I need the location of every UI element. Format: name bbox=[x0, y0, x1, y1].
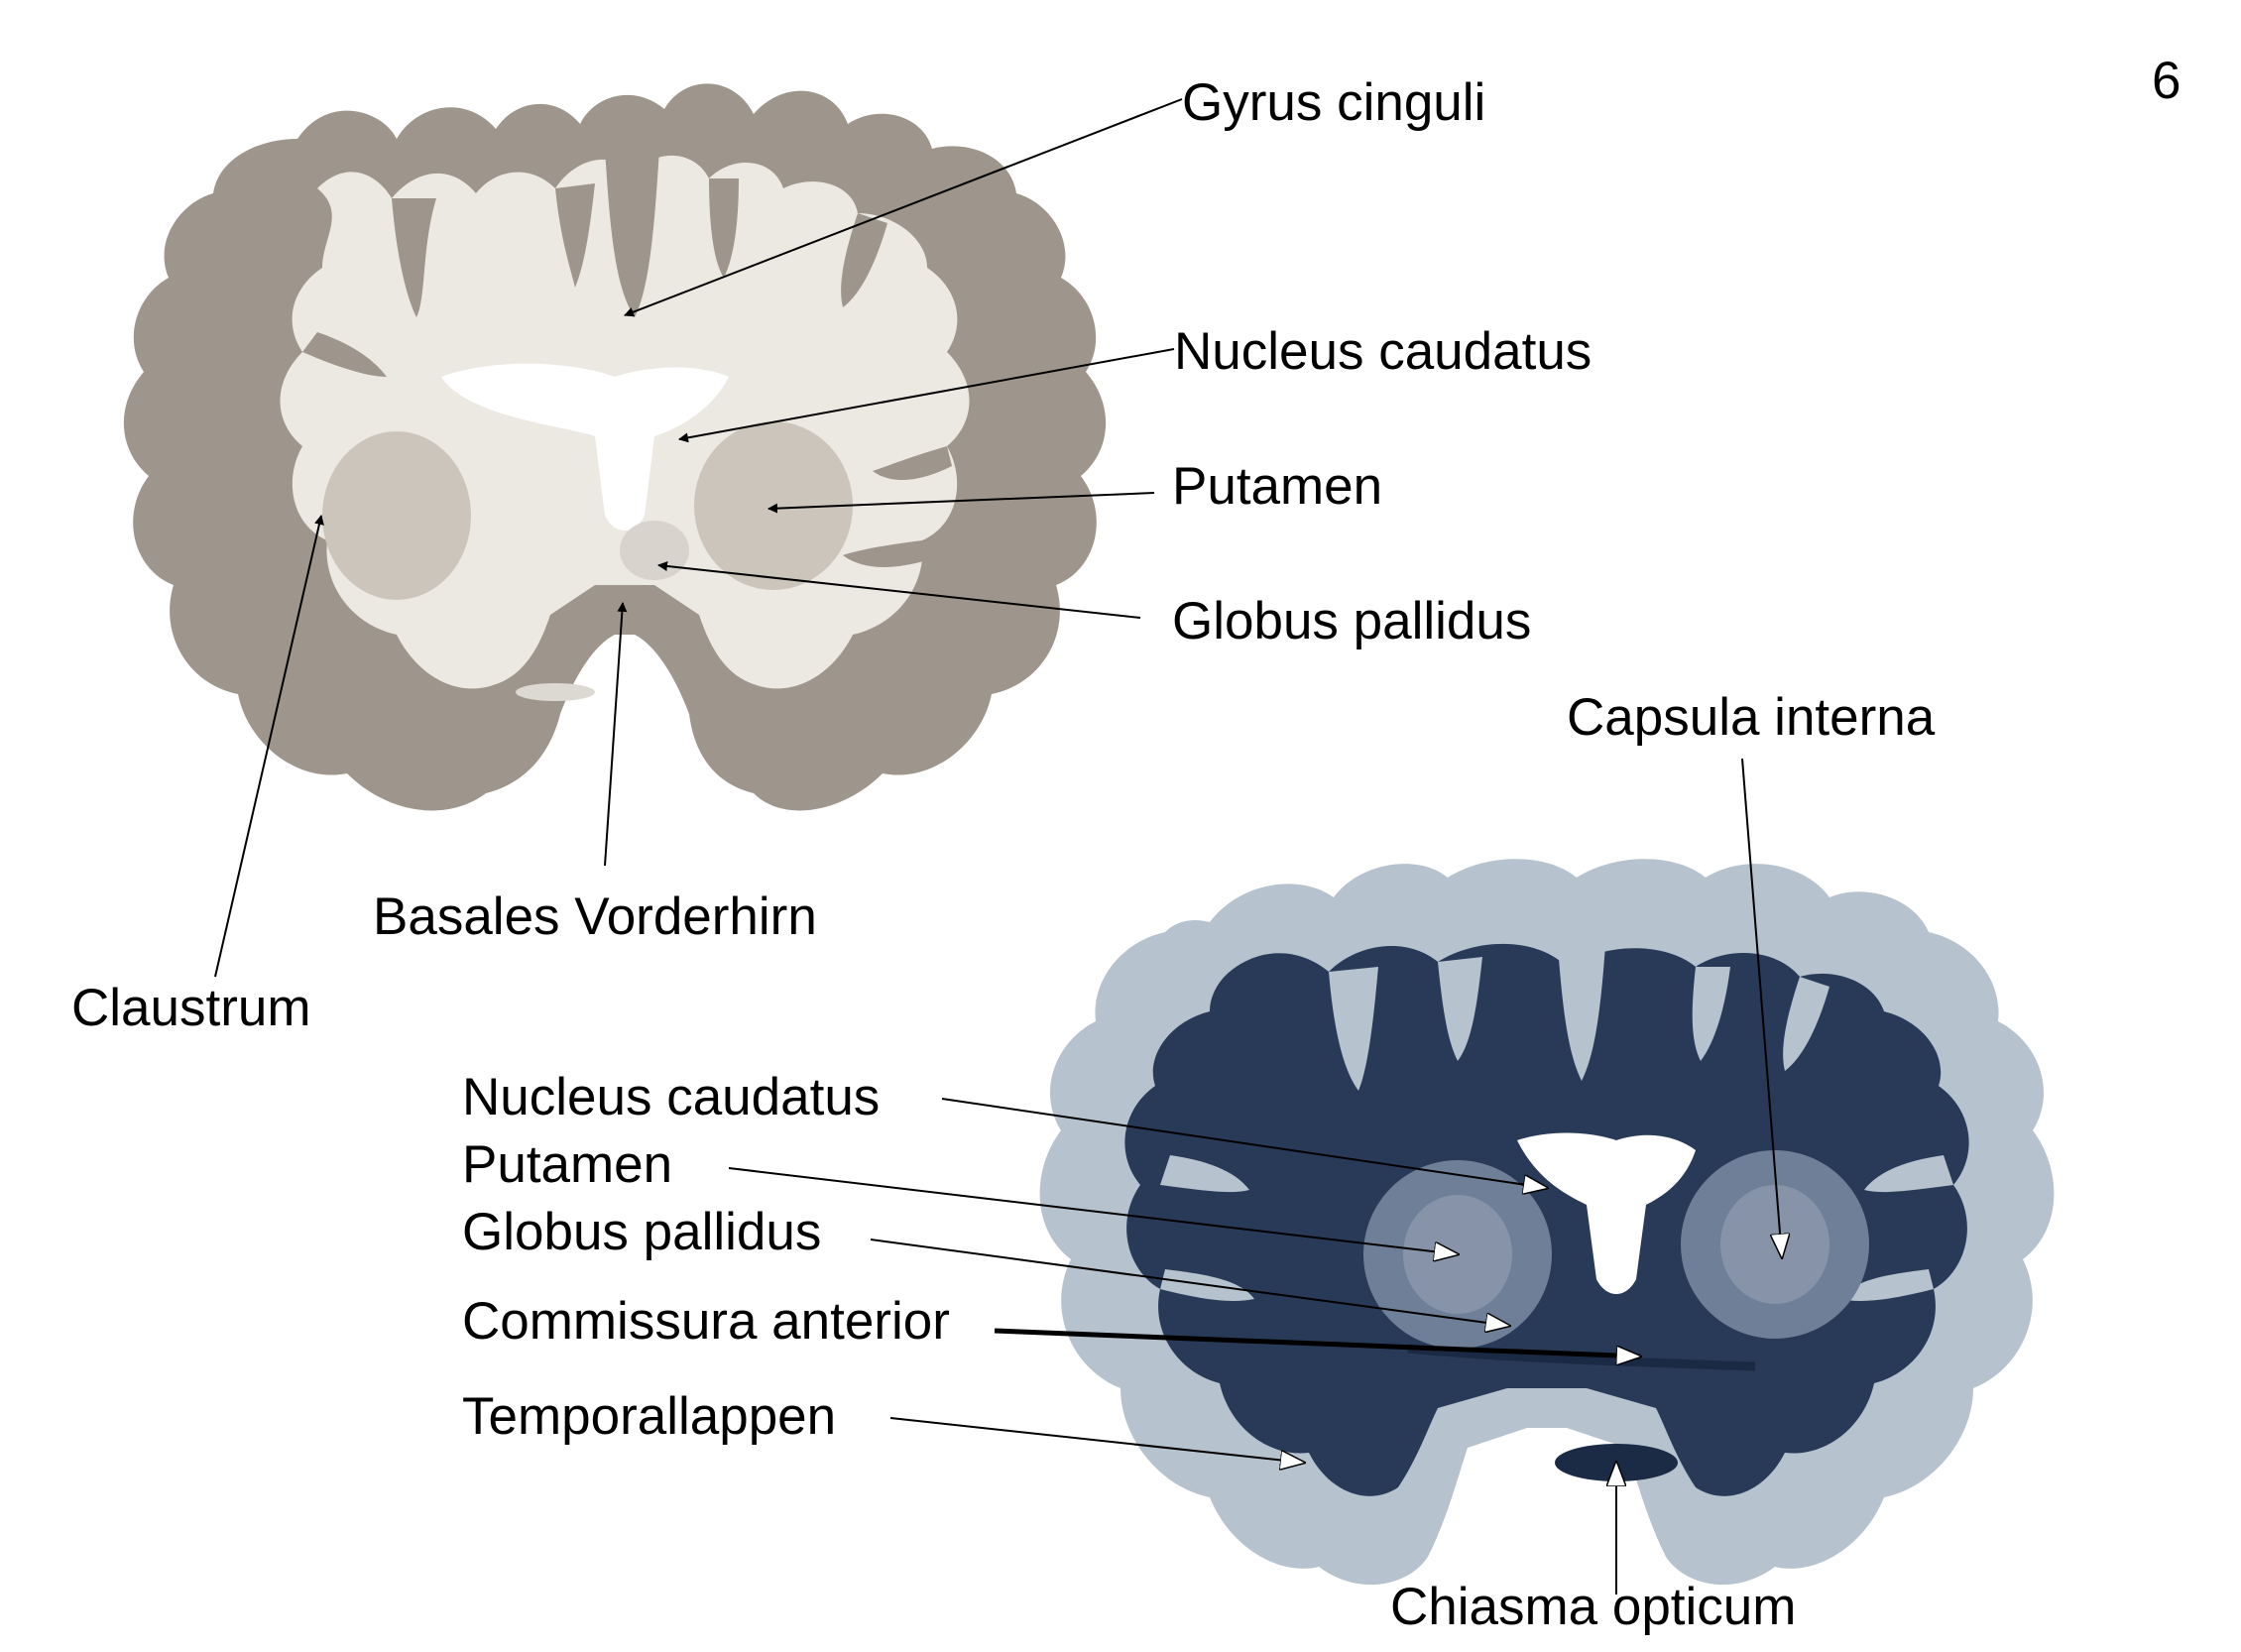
bottom-anterior-commissure-band bbox=[1407, 1344, 1756, 1371]
bottom-lateral-ventricles bbox=[1517, 1132, 1696, 1294]
leader-gyrus-cinguli bbox=[624, 98, 1183, 317]
top-basal-forebrain-region bbox=[620, 521, 689, 580]
bottom-right-putamen-core bbox=[1720, 1185, 1829, 1304]
label-putamen-top: Putamen bbox=[1172, 457, 1383, 516]
bottom-brain-section bbox=[1039, 859, 2055, 1586]
top-leader-lines bbox=[214, 98, 1183, 978]
leader-putamen-bottom bbox=[728, 1167, 1458, 1254]
leader-nucleus-caudatus-bottom bbox=[941, 1098, 1547, 1188]
label-putamen-bottom: Putamen bbox=[462, 1135, 673, 1194]
leader-globus-pallidus-bottom bbox=[870, 1239, 1509, 1326]
label-gyrus-cinguli: Gyrus cinguli bbox=[1182, 73, 1486, 132]
leader-commissura-anterior bbox=[994, 1328, 1640, 1357]
leader-nucleus-caudatus-top bbox=[678, 348, 1175, 443]
top-lateral-ventricles bbox=[441, 363, 729, 531]
label-claustrum: Claustrum bbox=[71, 979, 311, 1037]
label-globus-pallidus-bottom: Globus pallidus bbox=[462, 1203, 822, 1261]
top-brain-section bbox=[123, 83, 1107, 811]
label-nucleus-caudatus-top: Nucleus caudatus bbox=[1174, 322, 1592, 381]
top-left-basal-ganglia bbox=[322, 431, 471, 600]
label-globus-pallidus-top: Globus pallidus bbox=[1172, 592, 1532, 650]
bottom-leader-lines bbox=[728, 758, 1782, 1594]
bottom-white-matter bbox=[1124, 943, 1969, 1496]
leader-claustrum bbox=[214, 515, 324, 978]
leader-capsula-interna bbox=[1741, 758, 1782, 1257]
page-number: 6 bbox=[2152, 52, 2182, 110]
label-temporallappen: Temporallappen bbox=[462, 1387, 837, 1446]
label-capsula-interna: Capsula interna bbox=[1567, 688, 1936, 747]
top-optic-area bbox=[516, 683, 595, 701]
label-chiasma-opticum: Chiasma opticum bbox=[1390, 1578, 1797, 1636]
label-basales-vorderhirn: Basales Vorderhirn bbox=[373, 887, 817, 946]
leader-basales-vorderhirn bbox=[604, 602, 628, 867]
label-nucleus-caudatus-bottom: Nucleus caudatus bbox=[462, 1068, 881, 1126]
leader-temporallappen bbox=[889, 1417, 1304, 1463]
label-commissura-anterior: Commissura anterior bbox=[462, 1292, 950, 1351]
leader-putamen-top bbox=[767, 492, 1155, 514]
leader-globus-pallidus-top bbox=[657, 561, 1141, 619]
